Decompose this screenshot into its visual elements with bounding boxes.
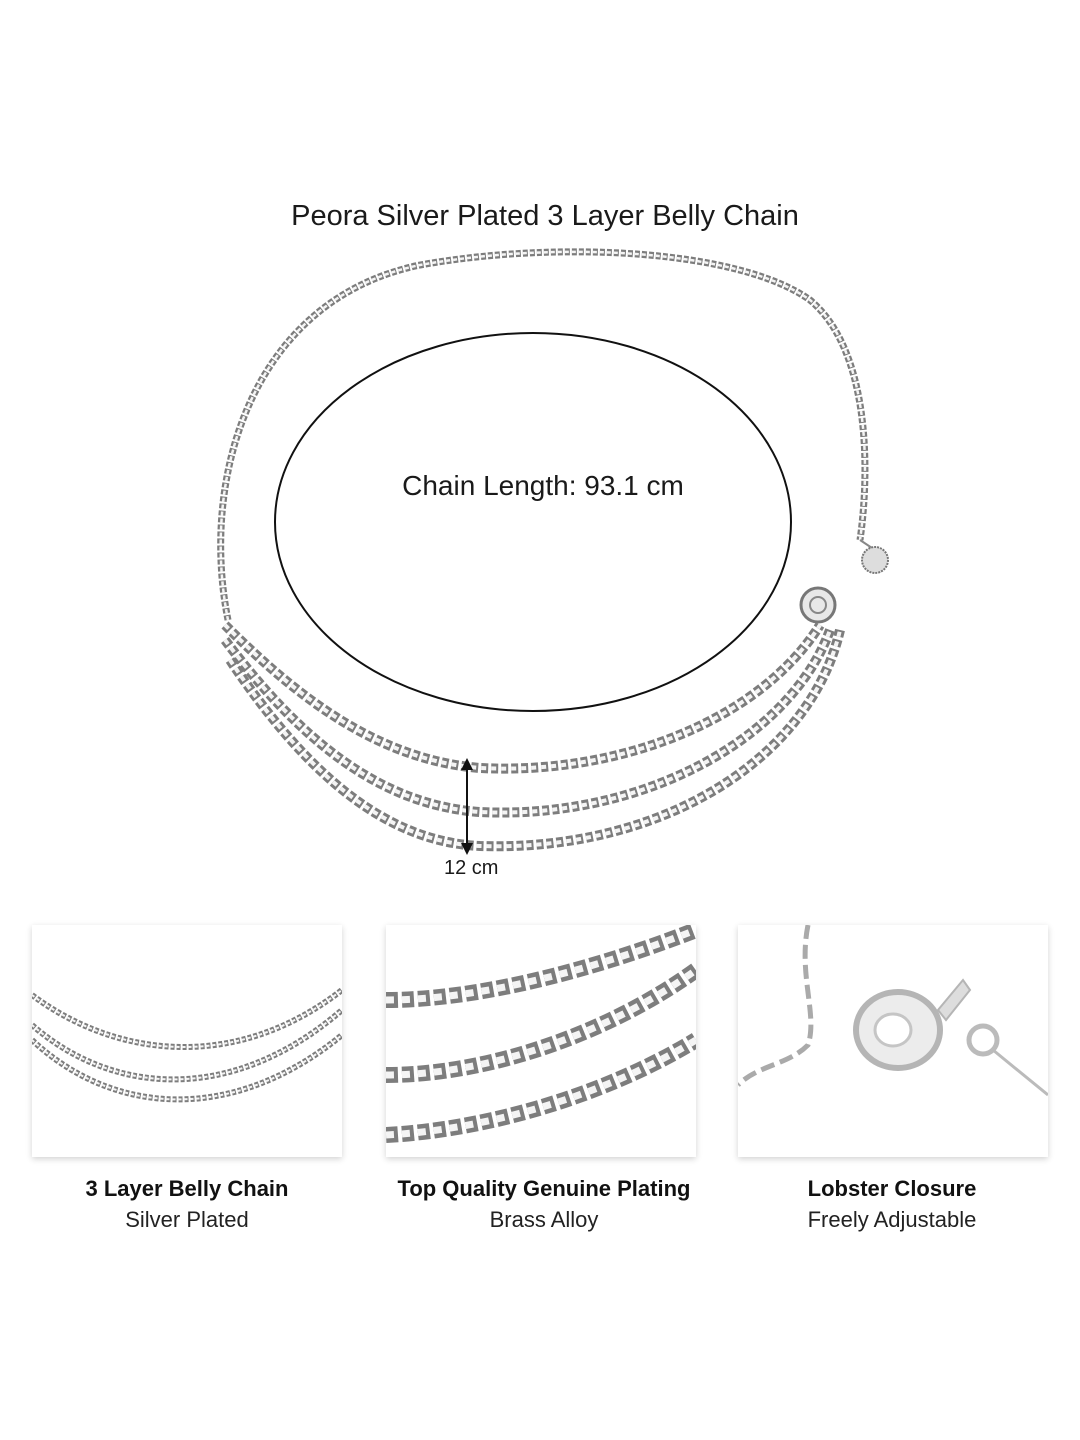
chain-links-closeup-icon: [386, 925, 696, 1143]
feature-title: 3 Layer Belly Chain: [85, 1176, 289, 1201]
top-chain: [217, 248, 869, 621]
feature-image-plating: [386, 925, 696, 1157]
coin-charm-icon: [799, 586, 837, 624]
feature-caption-layers: 3 Layer Belly Chain Silver Plated: [7, 1174, 367, 1236]
belly-chain-illustration: [217, 248, 889, 855]
drop-length-label: 12 cm: [444, 857, 499, 879]
feature-caption-plating: Top Quality Genuine Plating Brass Alloy: [364, 1174, 724, 1236]
dangle-charm-icon: [859, 539, 889, 574]
feature-subtitle: Brass Alloy: [489, 1207, 599, 1232]
feature-title: Lobster Closure: [807, 1176, 977, 1201]
chain-length-ellipse: [274, 332, 792, 712]
feature-subtitle: Silver Plated: [125, 1207, 249, 1232]
feature-caption-closure: Lobster Closure Freely Adjustable: [712, 1174, 1072, 1236]
feature-subtitle: Freely Adjustable: [807, 1207, 977, 1232]
layered-chain-closeup-icon: [32, 987, 342, 1103]
feature-image-layers: [32, 925, 342, 1157]
drop-measure-arrow-icon: [461, 758, 473, 855]
feature-title: Top Quality Genuine Plating: [397, 1176, 691, 1201]
product-title: Peora Silver Plated 3 Layer Belly Chain: [291, 200, 799, 232]
lobster-clasp-icon: [738, 925, 1048, 1097]
chain-length-label: Chain Length: 93.1 cm: [402, 470, 684, 501]
three-layer-chains: [221, 621, 845, 852]
feature-image-closure: [738, 925, 1048, 1157]
